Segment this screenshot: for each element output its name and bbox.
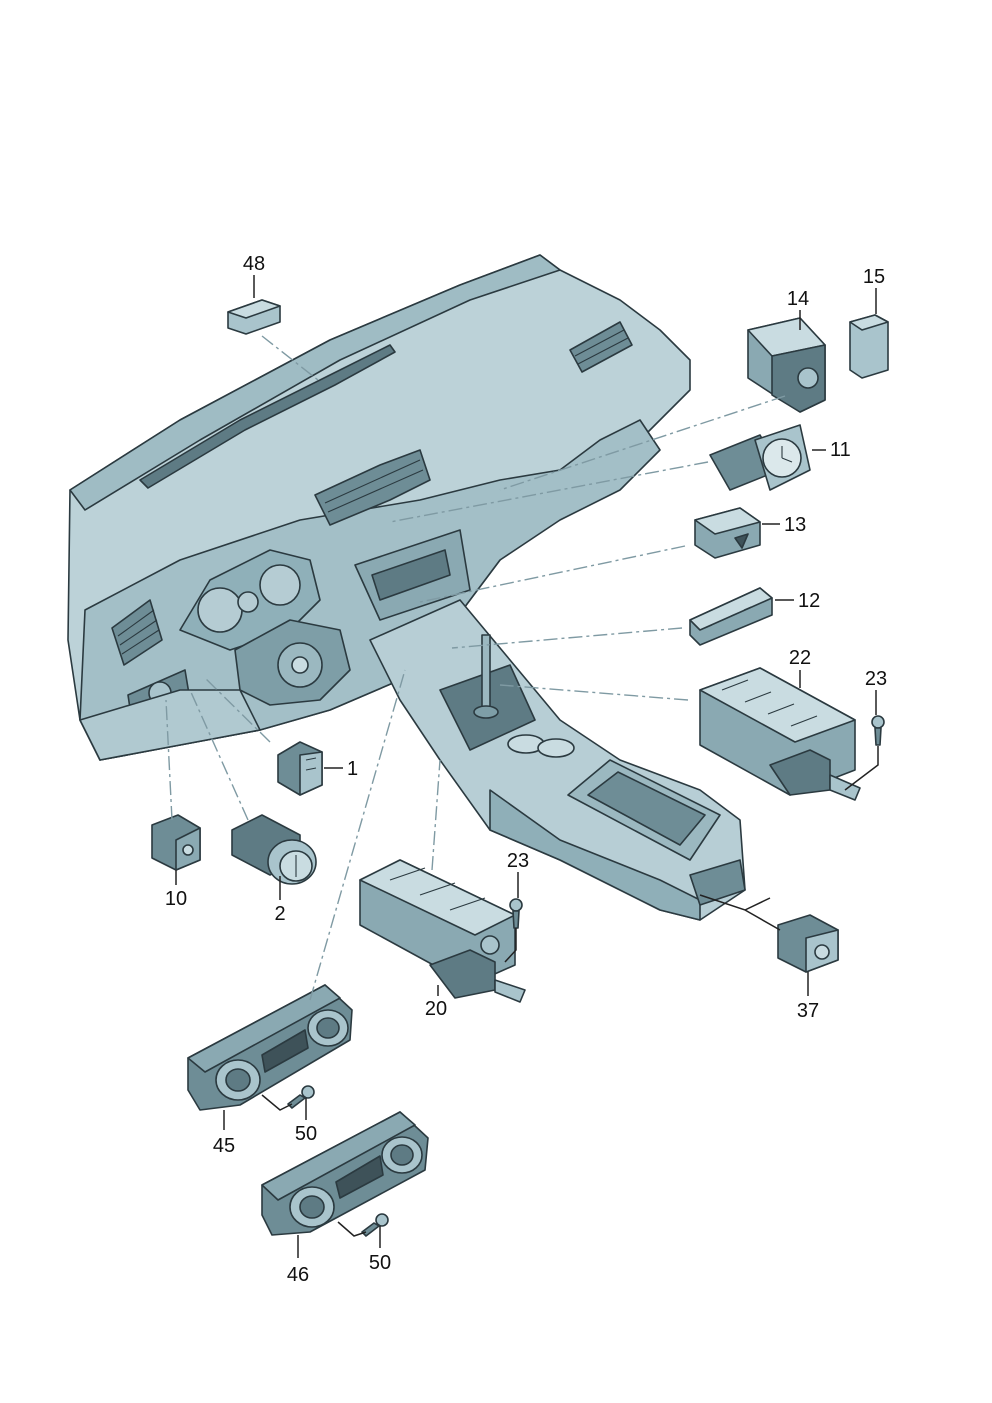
part-23-screw-a[interactable]: [871, 715, 885, 746]
callout-37: 37: [797, 1000, 819, 1022]
part-11-clock[interactable]: [709, 424, 811, 491]
callout-50-a: 50: [295, 1123, 317, 1145]
part-48-switch[interactable]: [227, 299, 281, 335]
part-10-switch[interactable]: [151, 814, 201, 871]
part-13-hazard-switch[interactable]: [694, 507, 761, 559]
callout-15: 15: [863, 266, 885, 288]
callout-14: 14: [787, 288, 809, 310]
part-50-screw-a[interactable]: [287, 1085, 315, 1109]
part-46-climate-control[interactable]: [261, 1111, 429, 1236]
assembly-leader-lines: [165, 335, 786, 1001]
callout-23-b: 23: [507, 850, 529, 872]
part-14-light-switch[interactable]: [747, 317, 826, 413]
callout-50-b: 50: [369, 1252, 391, 1274]
callout-labels: 48 14 15 11 13 12 22 23 1 10 2 23 20 37 …: [165, 253, 887, 1286]
part-12-button-strip[interactable]: [689, 587, 773, 646]
part-50-screw-b[interactable]: [361, 1213, 389, 1237]
callout-13: 13: [784, 514, 806, 536]
callout-22: 22: [789, 647, 811, 669]
callout-46: 46: [287, 1264, 309, 1286]
callout-1: 1: [347, 758, 358, 780]
dashboard-assembly: [67, 254, 746, 921]
callout-2: 2: [274, 903, 285, 925]
callout-10: 10: [165, 888, 187, 910]
callout-leader-lines: [175, 275, 879, 1258]
callout-12: 12: [798, 590, 820, 612]
callout-45: 45: [213, 1135, 235, 1157]
part-23-screw-b[interactable]: [509, 898, 523, 929]
part-15-cover[interactable]: [849, 314, 889, 379]
part-1-switch[interactable]: [277, 741, 323, 796]
part-37-switch[interactable]: [777, 914, 839, 973]
callout-23-a: 23: [865, 668, 887, 690]
part-45-climate-control[interactable]: [187, 984, 353, 1111]
part-20-switch-module[interactable]: [359, 859, 526, 1003]
part-22-switch-module[interactable]: [699, 667, 861, 801]
part-2-rotary-switch[interactable]: [231, 814, 317, 885]
callout-20: 20: [425, 998, 447, 1020]
callout-11: 11: [830, 439, 851, 461]
callout-48: 48: [243, 253, 265, 275]
